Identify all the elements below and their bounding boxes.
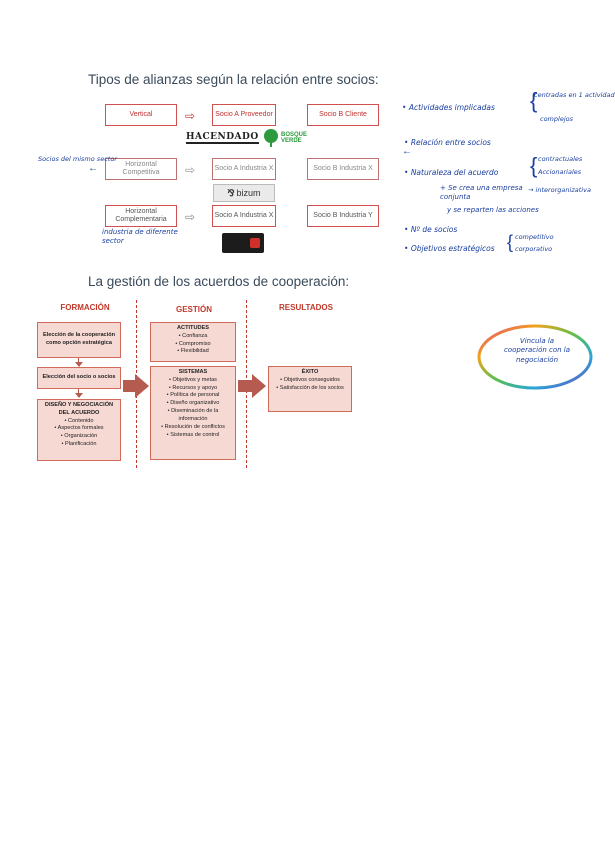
alliance-type-vertical: Vertical [105,104,177,126]
list-item: Resolución de conflictos [153,424,233,432]
arrow-left-icon: ← [88,163,98,174]
column-title-resultados: RESULTADOS [279,303,333,312]
brace-icon: { [507,232,514,252]
list-item: Sistemas de control [153,432,233,440]
company-logo-image [222,233,264,253]
arrow-left-icon: ← [402,146,412,157]
note-nature-opt1: contractuales [538,155,583,163]
arrow-right-icon: ⇨ [185,163,196,177]
formation-box-strategic-option: Elección de la cooperación como opción e… [37,322,121,358]
note-strategic-objectives: • Objetivos estratégicos [404,244,495,253]
alliance-type-horizontal-complementary: Horizontal Complementaria [105,205,177,227]
formation-box-partner-choice: Elección del socio o socios [37,367,121,389]
note-relation: • Relación entre socios [404,138,491,147]
partner-b-box: Socio B Industria X [307,158,379,180]
list-item: Planificación [40,441,118,449]
note-joint-company: + Se crea una empresa conjunta [440,184,523,201]
partner-b-box: Socio B Cliente [307,104,379,126]
brace-icon: { [530,153,538,178]
list-item: Objetivos y metas [153,377,233,385]
list-item: Confianza [153,333,233,341]
note-activities-opt1: centradas en 1 actividad [534,91,615,99]
management-box-attitudes: ACTITUDES Confianza Compromiso Flexibili… [150,322,236,362]
note-activities: • Actividades implicadas [402,103,495,112]
bosque-verde-logo: BOSQUE VERDE [262,128,310,150]
list-item: Recursos y apoyo [153,385,233,393]
note-interorganizational: → interorganizativa [528,186,591,194]
circle-note: Vincula la cooperación con la negociació… [476,323,594,391]
column-title-gestion: GESTIÓN [175,305,212,314]
partner-a-box: Socio A Proveedor [212,104,276,126]
note-nature-opt2: Accionariales [538,168,582,176]
list-item: Aspectos formales [40,425,118,433]
list-item: Satisfacción de los socios [271,385,349,393]
arrow-stem [123,380,135,392]
column-title-formacion: FORMACIÓN [60,303,110,312]
list-item: Compromiso [153,341,233,349]
note-objectives-opt2: corporativo [515,245,553,253]
formation-box-design-negotiation: DISEÑO Y NEGOCIACIÓN DEL ACUERDO Conteni… [37,399,121,461]
alliance-type-horizontal-competitive: Horizontal Competitiva [105,158,177,180]
list-item: Diseminación de la información [153,408,233,424]
arrow-right-icon: ⇨ [185,210,196,224]
list-item: Contenido [40,418,118,426]
section-title-management: La gestión de los acuerdos de cooperació… [88,274,350,289]
section-title-alliances: Tipos de alianzas según la relación entr… [88,72,379,87]
note-nature: • Naturaleza del acuerdo [404,168,499,177]
list-item: Flexibilidad [153,348,233,356]
arrow-down-icon [75,393,83,398]
brace-icon: { [530,88,538,113]
arrow-stem [238,380,252,392]
partner-b-box: Socio B Industria Y [307,205,379,227]
management-box-systems: SISTEMAS Objetivos y metas Recursos y ap… [150,366,236,460]
arrow-right-icon [252,374,266,398]
bizum-logo: ⅋bizum [213,184,275,202]
list-item: Objetivos conseguidos [271,377,349,385]
arrow-right-icon: ⇨ [185,109,196,123]
results-box-success: ÉXITO Objetivos conseguidos Satisfacción… [268,366,352,412]
note-same-sector: Socios del mismo sector [38,155,117,163]
partner-a-box: Socio A Industria X [212,158,276,180]
list-item: Política de personal [153,392,233,400]
arrow-right-icon [135,374,149,398]
note-shares: y se reparten las acciones [447,206,539,214]
partner-a-box: Socio A Industria X [212,205,276,227]
note-activities-opt2: complejos [540,115,573,123]
list-item: Organización [40,433,118,441]
arrow-down-icon [75,362,83,367]
hacendado-logo: HACENDADO [186,132,259,144]
note-partners-count: • Nº de socios [404,225,458,234]
list-item: Diseño organizativo [153,400,233,408]
note-different-sector: industria de diferente sector [102,228,178,246]
note-objectives-opt1: competitivo [515,233,554,241]
